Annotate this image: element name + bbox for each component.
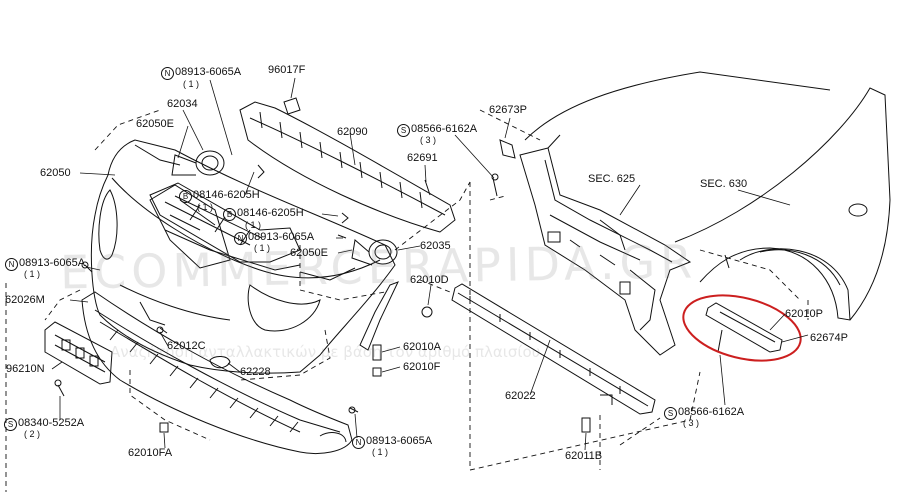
- radiator-core-support: [519, 147, 692, 356]
- part-label-62050: 62050: [40, 167, 71, 179]
- part-label-62012C: 62012C: [167, 340, 206, 352]
- fastener-glyphs: [54, 97, 730, 433]
- part-label-62010P: 62010P: [785, 308, 823, 320]
- part-label-62228: 62228: [240, 366, 271, 378]
- part-label-62035: 62035: [420, 240, 451, 252]
- part-label-62674P: 62674P: [810, 332, 848, 344]
- grille-reinforcement: [149, 182, 301, 263]
- assembly-outline-lines: [5, 109, 809, 492]
- lower-spoiler: [81, 291, 353, 454]
- fastener-qty-08913-top: ( 1 ): [183, 79, 200, 89]
- part-label-62010F: 62010F: [403, 361, 441, 373]
- hood-fragment: [524, 71, 831, 149]
- part-label-62010D: 62010D: [410, 274, 449, 286]
- fender-bracket: [705, 302, 783, 353]
- watermark-site: ECOMMERCERAPIDA.GR: [59, 234, 698, 300]
- fastener-qty-08913-mid: ( 1 ): [254, 243, 271, 253]
- license-plate-bracket: [44, 321, 113, 385]
- fastener-qty-08566-top: ( 3 ): [420, 135, 437, 145]
- fog-lamp-bracket-right: [351, 239, 398, 266]
- part-label-62050E-left: 62050E: [136, 118, 174, 130]
- leader-lines: [51, 77, 809, 451]
- part-label-62022: 62022: [505, 390, 536, 402]
- bumper-reinforcement-beam: [451, 283, 656, 415]
- part-label-96210N: 96210N: [6, 363, 45, 375]
- section-ref-625[interactable]: SEC. 625: [588, 173, 636, 185]
- part-label-62090: 62090: [337, 126, 368, 138]
- fastener-qty-08566-bottom: ( 3 ): [683, 418, 700, 428]
- part-label-62010FA: 62010FA: [128, 447, 173, 459]
- side-bracket: [359, 281, 433, 351]
- front-fender: [674, 87, 891, 321]
- part-label-96017F: 96017F: [268, 64, 306, 76]
- part-label-62010A: 62010A: [403, 341, 441, 353]
- part-label-62691: 62691: [407, 152, 438, 164]
- highlight-circle: [682, 294, 802, 362]
- fastener-qty-08340: ( 2 ): [24, 429, 41, 439]
- fastener-qty-08913-left: ( 1 ): [24, 269, 41, 279]
- fastener-qty-08146-b: ( 1 ): [245, 220, 262, 230]
- fog-lamp-bracket-left: [171, 150, 225, 176]
- energy-absorber: [239, 101, 456, 233]
- fastener-qty-08146-a: ( 1 ): [197, 202, 214, 212]
- watermark-caption: Αναζήτηση ανταλλακτικών με βάση τον αριθ…: [110, 343, 541, 361]
- section-ref-630[interactable]: SEC. 630: [700, 178, 748, 190]
- part-label-62673P: 62673P: [489, 104, 527, 116]
- part-label-62034: 62034: [167, 98, 198, 110]
- fastener-qty-08913-bottom: ( 1 ): [372, 447, 389, 457]
- bumper-cover: [90, 139, 396, 374]
- part-label-62011B: 62011B: [565, 450, 603, 462]
- part-label-62050E-right: 62050E: [290, 247, 328, 259]
- part-label-62026M: 62026M: [5, 294, 45, 306]
